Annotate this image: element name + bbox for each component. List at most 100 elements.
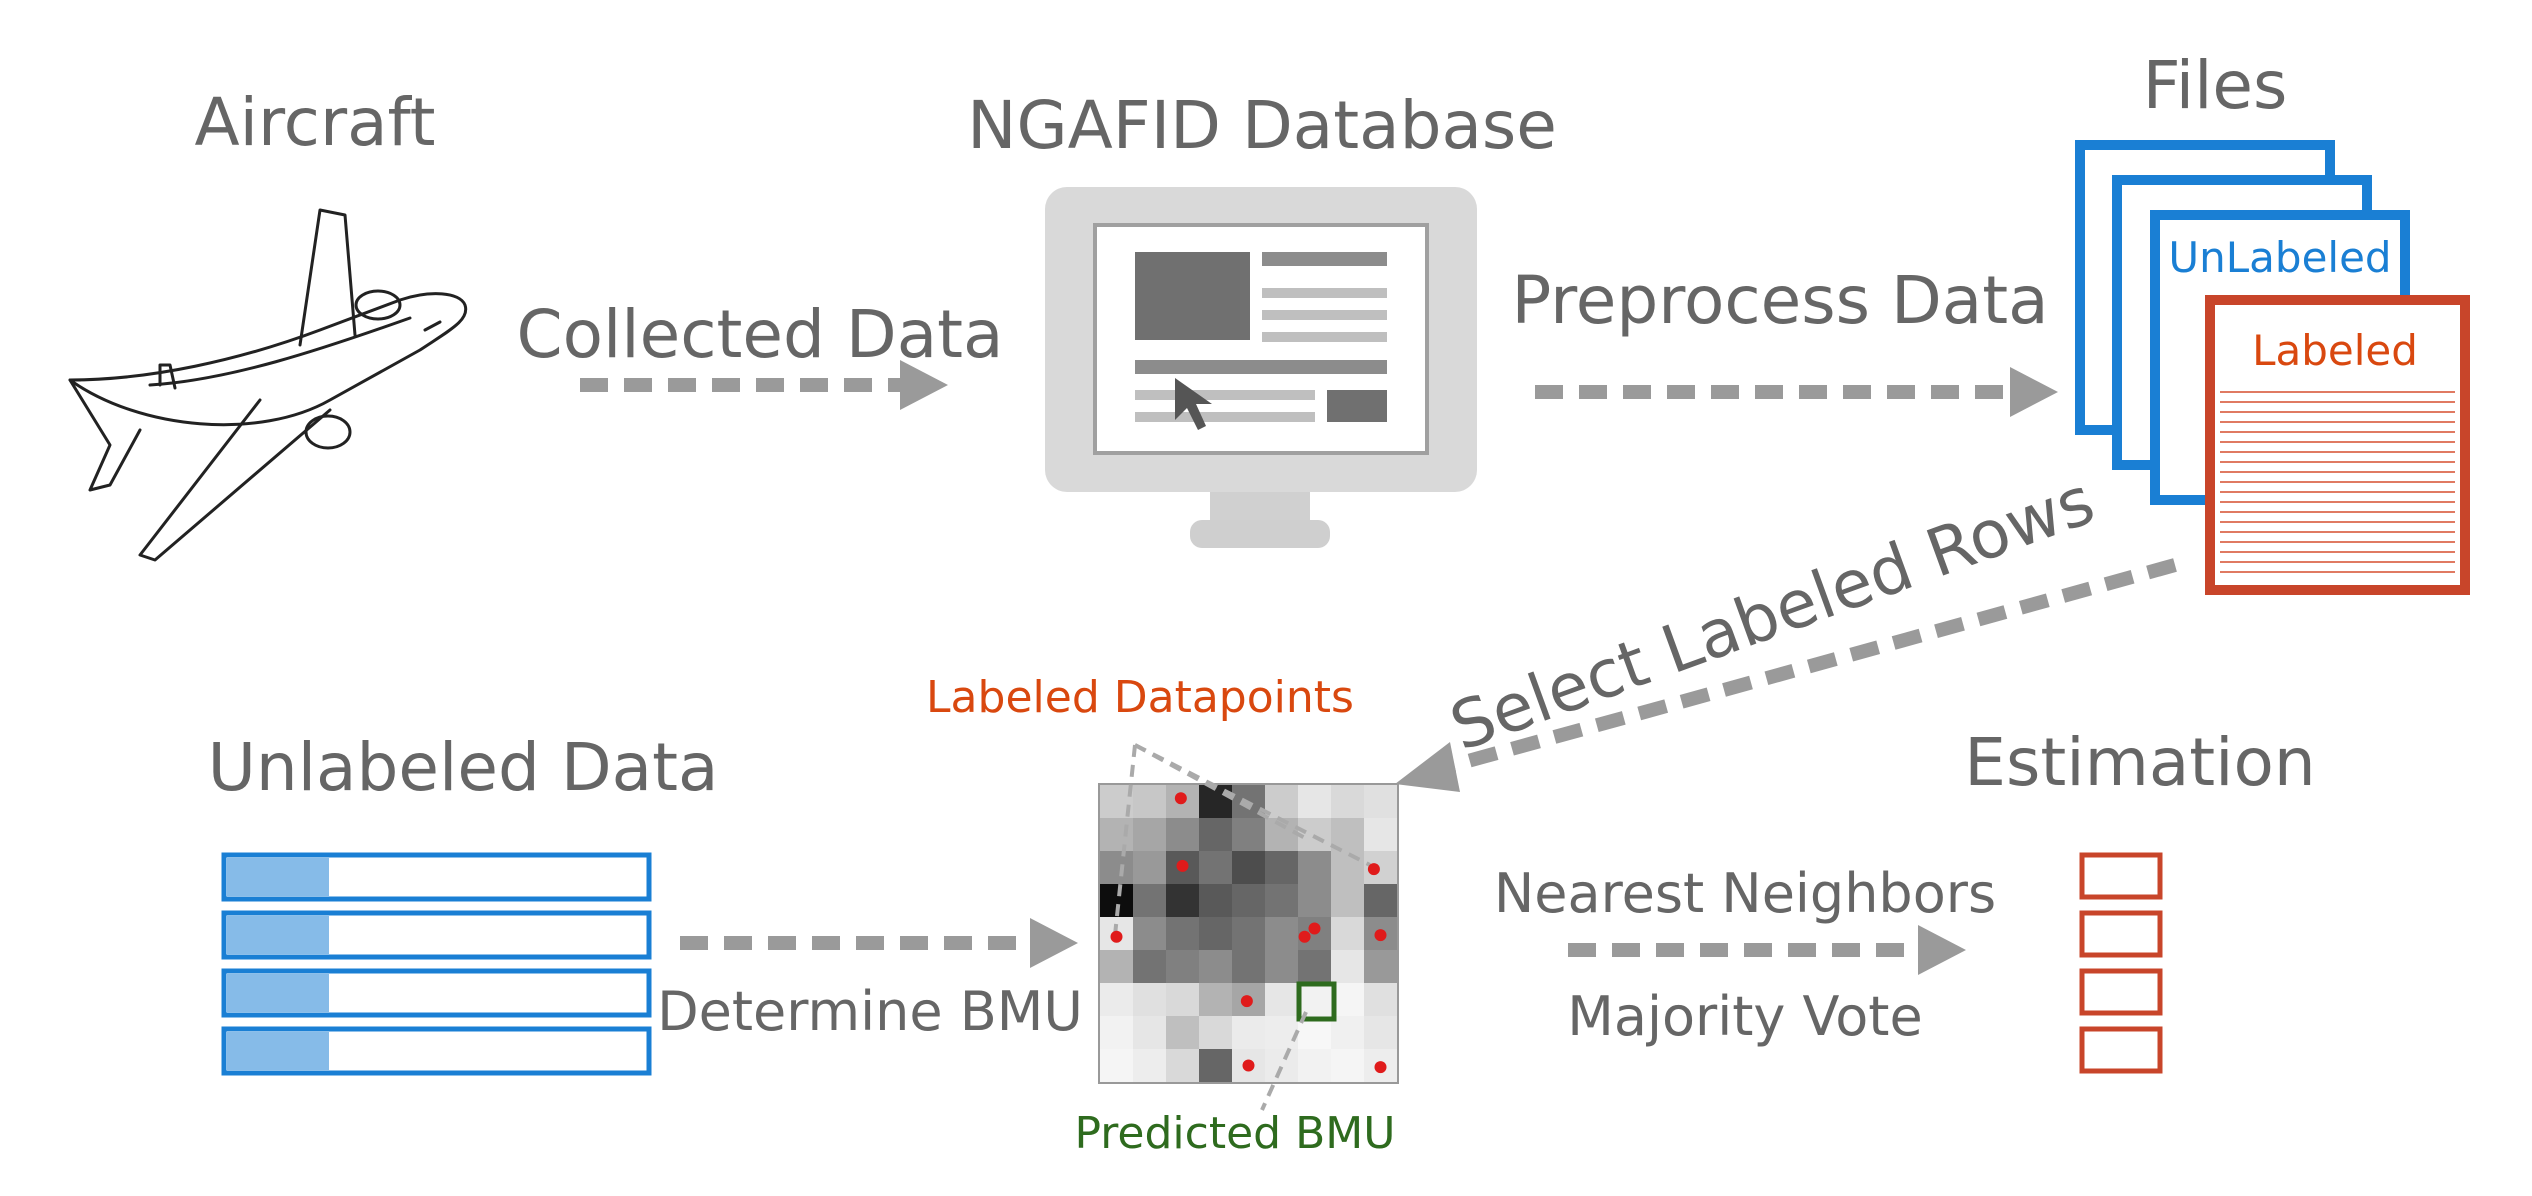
estimation-title: Estimation — [1964, 724, 2315, 801]
som-cell — [1298, 884, 1331, 917]
unlabeled-file-label: UnLabeled — [2168, 233, 2391, 282]
determine-bmu-arrowhead — [1030, 918, 1078, 968]
som-cell — [1298, 785, 1331, 818]
som-cell — [1331, 851, 1364, 884]
som-cell — [1133, 884, 1166, 917]
estimation-boxes — [2079, 852, 2163, 1074]
som-cell — [1133, 983, 1166, 1016]
preprocess-data-arrowhead — [2010, 367, 2058, 417]
som-cell — [1232, 851, 1265, 884]
som-cell — [1331, 1049, 1364, 1082]
som-cell — [1265, 983, 1298, 1016]
unlabeled-row-fill — [227, 974, 329, 1012]
som-grid-border — [1098, 783, 1399, 1084]
select-labeled-rows-arrowhead — [1395, 742, 1460, 792]
som-cell — [1100, 1049, 1133, 1082]
som-cell — [1199, 818, 1232, 851]
som-cell — [1166, 1049, 1199, 1082]
nearest-neighbors-label: Nearest Neighbors — [1494, 862, 1996, 925]
monitor-icon — [1045, 187, 1477, 548]
som-cell — [1199, 884, 1232, 917]
som-cell — [1364, 983, 1397, 1016]
som-cell — [1100, 818, 1133, 851]
predicted-bmu-marker — [1296, 981, 1337, 1022]
som-cell — [1232, 1016, 1265, 1049]
labeled-datapoints-callout — [1113, 743, 1371, 936]
unlabeled-row-fill — [227, 916, 329, 954]
estimation-box — [2079, 1026, 2163, 1074]
som-cell — [1166, 983, 1199, 1016]
som-cell — [1331, 884, 1364, 917]
som-cell — [1133, 851, 1166, 884]
collected-data-label: Collected Data — [517, 296, 1004, 373]
labeled-datapoint — [1242, 1059, 1255, 1072]
som-cell — [1265, 950, 1298, 983]
som-cell — [1199, 1049, 1232, 1082]
som-cell — [1331, 950, 1364, 983]
labeled-datapoint — [1367, 863, 1380, 876]
som-cell — [1232, 818, 1265, 851]
labeled-datapoint — [1174, 792, 1187, 805]
majority-vote-label: Majority Vote — [1567, 985, 1922, 1048]
determine-bmu-label: Determine BMU — [657, 980, 1083, 1043]
som-cell — [1364, 818, 1397, 851]
labeled-datapoint — [1298, 930, 1311, 943]
labeled-datapoint — [1110, 930, 1123, 943]
som-cell — [1364, 1016, 1397, 1049]
select-labeled-rows-arrow — [1448, 558, 2177, 773]
som-cell — [1199, 917, 1232, 950]
unlabeled-row — [221, 910, 652, 960]
cursor-icon — [1175, 378, 1212, 430]
som-cell — [1331, 785, 1364, 818]
labeled-datapoints — [1110, 792, 1387, 1074]
unlabeled-row-fill — [227, 858, 329, 896]
som-cell — [1199, 983, 1232, 1016]
estimation-box — [2079, 910, 2163, 958]
som-cell — [1232, 917, 1265, 950]
som-cell — [1298, 851, 1331, 884]
labeled-file-label: Labeled — [2252, 326, 2418, 375]
estimation-box — [2079, 968, 2163, 1016]
som-cell — [1166, 950, 1199, 983]
aircraft-title: Aircraft — [195, 84, 436, 161]
database-title: NGAFID Database — [967, 87, 1557, 164]
som-cell — [1100, 851, 1133, 884]
som-cell — [1133, 1049, 1166, 1082]
som-cell — [1133, 950, 1166, 983]
labeled-datapoint — [1240, 995, 1253, 1008]
som-cell — [1265, 917, 1298, 950]
som-cell — [1331, 818, 1364, 851]
som-cell — [1232, 884, 1265, 917]
som-cell — [1133, 818, 1166, 851]
som-cell — [1199, 851, 1232, 884]
som-cell — [1100, 950, 1133, 983]
som-grid — [1098, 783, 1399, 1084]
som-cell — [1166, 917, 1199, 950]
som-cell — [1298, 1049, 1331, 1082]
unlabeled-data-title: Unlabeled Data — [208, 729, 719, 806]
unlabeled-row — [221, 1026, 652, 1076]
som-cell — [1199, 950, 1232, 983]
som-cell — [1166, 884, 1199, 917]
labeled-datapoint — [1176, 859, 1189, 872]
som-cell — [1364, 884, 1397, 917]
som-cell — [1265, 884, 1298, 917]
files-title: Files — [2143, 47, 2288, 124]
som-cell — [1166, 1016, 1199, 1049]
unlabeled-row-fill — [227, 1032, 329, 1070]
som-cell — [1265, 1049, 1298, 1082]
som-cell — [1232, 950, 1265, 983]
labeled-datapoints-label: Labeled Datapoints — [926, 672, 1354, 723]
estimation-box — [2079, 852, 2163, 900]
labeled-file-rows — [2220, 391, 2455, 573]
som-cell — [1364, 785, 1397, 818]
som-cell — [1331, 917, 1364, 950]
som-cell — [1364, 950, 1397, 983]
unlabeled-row — [221, 968, 652, 1018]
som-cell — [1166, 818, 1199, 851]
som-cell — [1265, 1016, 1298, 1049]
collected-data-arrowhead — [900, 360, 948, 410]
labeled-datapoint — [1374, 1061, 1387, 1074]
